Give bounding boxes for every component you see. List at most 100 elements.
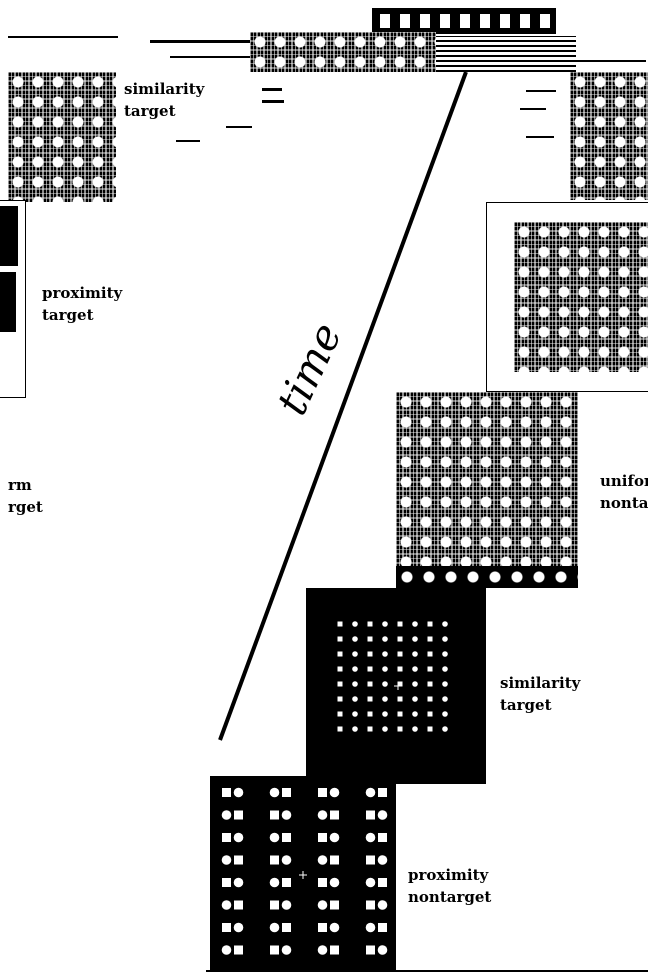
stimulus-square — [318, 833, 327, 842]
stimulus-element — [428, 652, 433, 657]
proximity-shape-grid — [210, 776, 396, 972]
stimulus-element — [382, 726, 388, 732]
stimulus-square — [318, 923, 327, 932]
similarity-dot-grid — [306, 588, 486, 784]
stimulus-square — [378, 878, 387, 887]
stimulus-element — [352, 651, 358, 657]
proximity-nontarget-panel — [210, 776, 396, 972]
stimulus-circle — [366, 833, 376, 843]
stimulus-element — [428, 667, 433, 672]
stimulus-element — [352, 711, 358, 717]
stimulus-circle — [222, 810, 232, 820]
stimulus-square — [330, 811, 339, 820]
stimulus-element — [442, 681, 448, 687]
stimulus-element — [428, 712, 433, 717]
stimulus-element — [412, 711, 418, 717]
stimulus-element — [428, 697, 433, 702]
stimulus-element — [368, 727, 373, 732]
stimulus-square — [222, 923, 231, 932]
stimulus-element — [352, 621, 358, 627]
stimulus-element — [412, 666, 418, 672]
stimulus-square — [330, 901, 339, 910]
stimulus-circle — [270, 833, 280, 843]
stimulus-element — [352, 726, 358, 732]
stimulus-circle — [318, 810, 328, 820]
stimulus-element — [398, 727, 403, 732]
stimulus-element — [398, 697, 403, 702]
stimulus-square — [378, 923, 387, 932]
stimulus-circle — [270, 788, 280, 798]
stimulus-element — [352, 636, 358, 642]
stimulus-element — [338, 637, 343, 642]
stimulus-square — [318, 788, 327, 797]
stimulus-element — [442, 711, 448, 717]
stimulus-circle — [378, 945, 388, 955]
stimulus-element — [382, 711, 388, 717]
proximity-nontarget-label: proximity nontarget — [408, 864, 491, 908]
stimulus-square — [270, 811, 279, 820]
stimulus-element — [382, 636, 388, 642]
stimulus-element — [338, 712, 343, 717]
stimulus-circle — [234, 788, 244, 798]
stimulus-element — [368, 667, 373, 672]
stimulus-element — [442, 696, 448, 702]
stimulus-circle — [318, 855, 328, 865]
stimulus-element — [382, 696, 388, 702]
stimulus-circle — [330, 878, 340, 888]
stimulus-element — [442, 621, 448, 627]
stimulus-circle — [270, 923, 280, 933]
stimulus-circle — [366, 923, 376, 933]
stimulus-element — [412, 651, 418, 657]
stimulus-element — [338, 697, 343, 702]
stimulus-element — [398, 667, 403, 672]
stimulus-circle — [366, 878, 376, 888]
stimulus-element — [352, 666, 358, 672]
stimulus-element — [368, 682, 373, 687]
stimulus-element — [428, 622, 433, 627]
stimulus-circle — [318, 945, 328, 955]
stimulus-circle — [282, 900, 292, 910]
stimulus-square — [282, 788, 291, 797]
similarity-target-panel — [306, 588, 486, 784]
stimulus-circle — [378, 855, 388, 865]
stimulus-circle — [366, 788, 376, 798]
stimulus-circle — [234, 923, 244, 933]
stimulus-element — [338, 652, 343, 657]
stimulus-element — [338, 622, 343, 627]
stimulus-circle — [330, 788, 340, 798]
stimulus-circle — [282, 945, 292, 955]
stimulus-square — [366, 901, 375, 910]
stimulus-circle — [222, 855, 232, 865]
stimulus-square — [282, 878, 291, 887]
stimulus-circle — [330, 923, 340, 933]
stimulus-element — [398, 712, 403, 717]
stimulus-square — [330, 856, 339, 865]
stimulus-element — [442, 636, 448, 642]
stimulus-element — [368, 712, 373, 717]
stimulus-circle — [282, 810, 292, 820]
stimulus-circle — [222, 900, 232, 910]
stimulus-square — [234, 811, 243, 820]
stimulus-element — [352, 696, 358, 702]
stimulus-circle — [282, 855, 292, 865]
stimulus-element — [412, 621, 418, 627]
stimulus-element — [382, 681, 388, 687]
stimulus-circle — [270, 878, 280, 888]
stimulus-square — [222, 788, 231, 797]
stimulus-square — [282, 923, 291, 932]
stimulus-element — [368, 637, 373, 642]
stimulus-square — [366, 946, 375, 955]
stimulus-square — [282, 833, 291, 842]
stimulus-element — [428, 727, 433, 732]
stimulus-circle — [378, 900, 388, 910]
stimulus-square — [366, 856, 375, 865]
stimulus-element — [428, 682, 433, 687]
stimulus-square — [234, 856, 243, 865]
stimulus-element — [368, 697, 373, 702]
stimulus-square — [270, 856, 279, 865]
stimulus-element — [382, 651, 388, 657]
stimulus-square — [270, 946, 279, 955]
stimulus-square — [270, 901, 279, 910]
stimulus-element — [368, 622, 373, 627]
stimulus-square — [378, 788, 387, 797]
